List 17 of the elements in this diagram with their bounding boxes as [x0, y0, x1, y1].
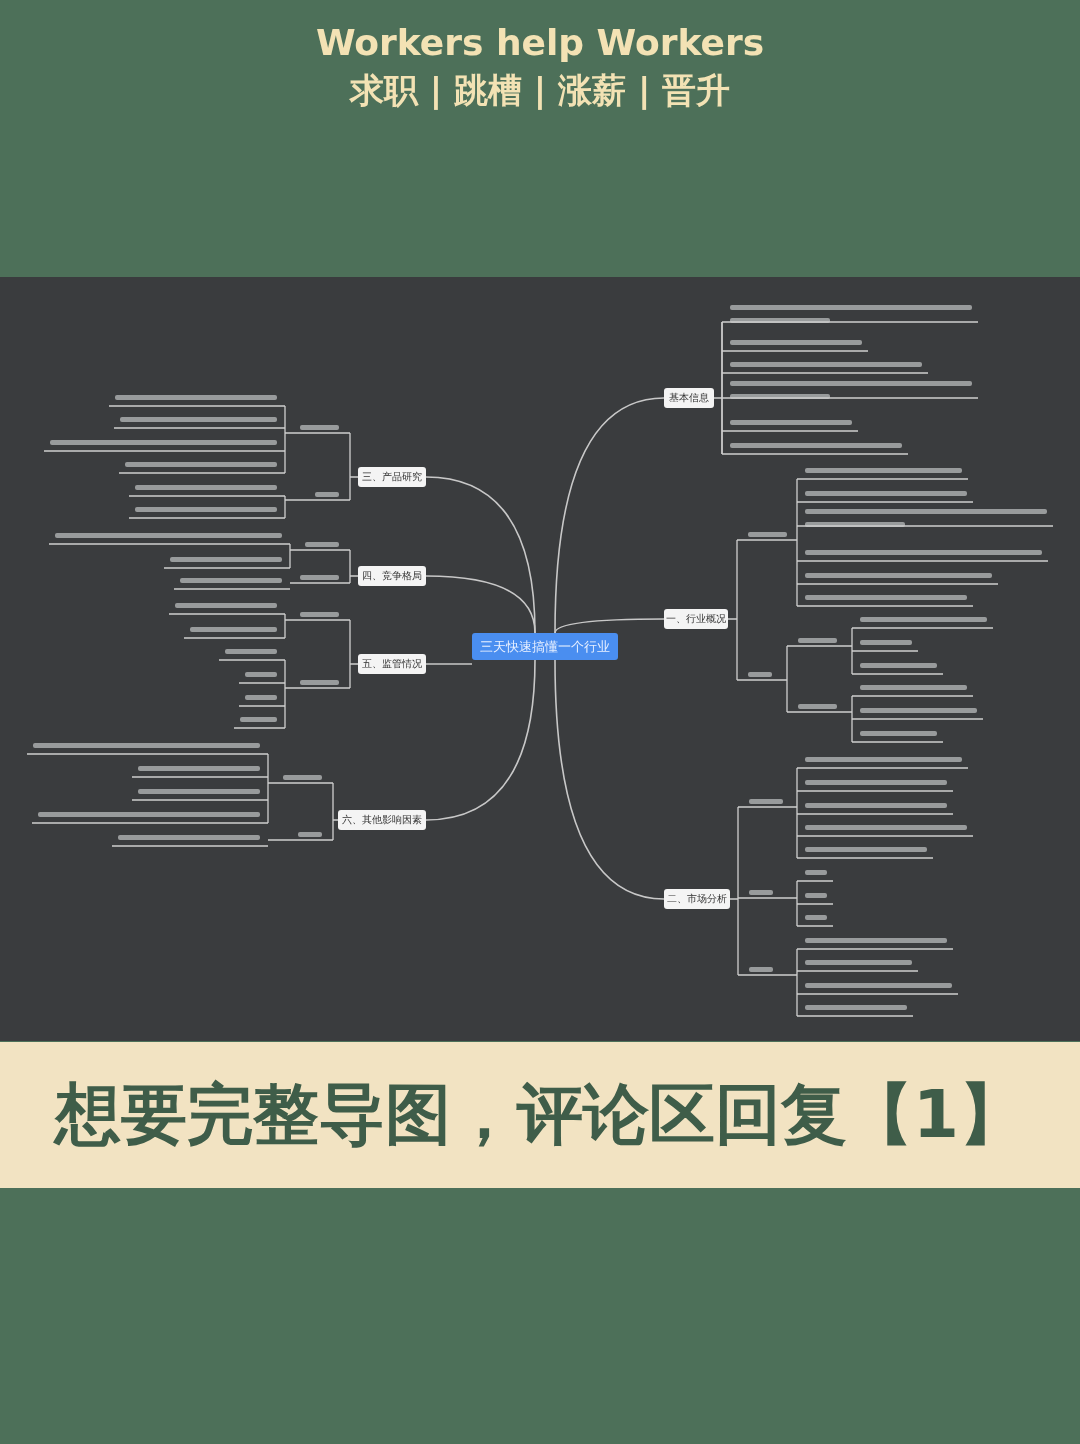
branch-topic: 三、产品研究 [358, 467, 426, 487]
central-topic: 三天快速搞懂一个行业 [472, 633, 618, 660]
branch-topic: 一、行业概况 [664, 609, 728, 629]
branch-topic: 六、其他影响因素 [338, 810, 426, 830]
subtitle: 求职 | 跳槽 | 涨薪 | 晋升 [348, 69, 732, 112]
branch-line [554, 397, 665, 634]
branch-topic: 四、竞争格局 [358, 566, 426, 586]
branch-topic: 五、监管情况 [358, 654, 426, 674]
branch-topic: 基本信息 [664, 388, 714, 408]
branch-topic: 二、市场分析 [664, 889, 730, 909]
branch-line [425, 659, 536, 821]
branch-line [554, 659, 665, 900]
branch-line [554, 618, 665, 634]
title: Workers help Workers [314, 22, 766, 63]
branch-line [425, 663, 473, 665]
branch-line [425, 575, 536, 634]
banner-text: 想要完整导图，评论区回复【1】 [52, 1075, 1026, 1155]
